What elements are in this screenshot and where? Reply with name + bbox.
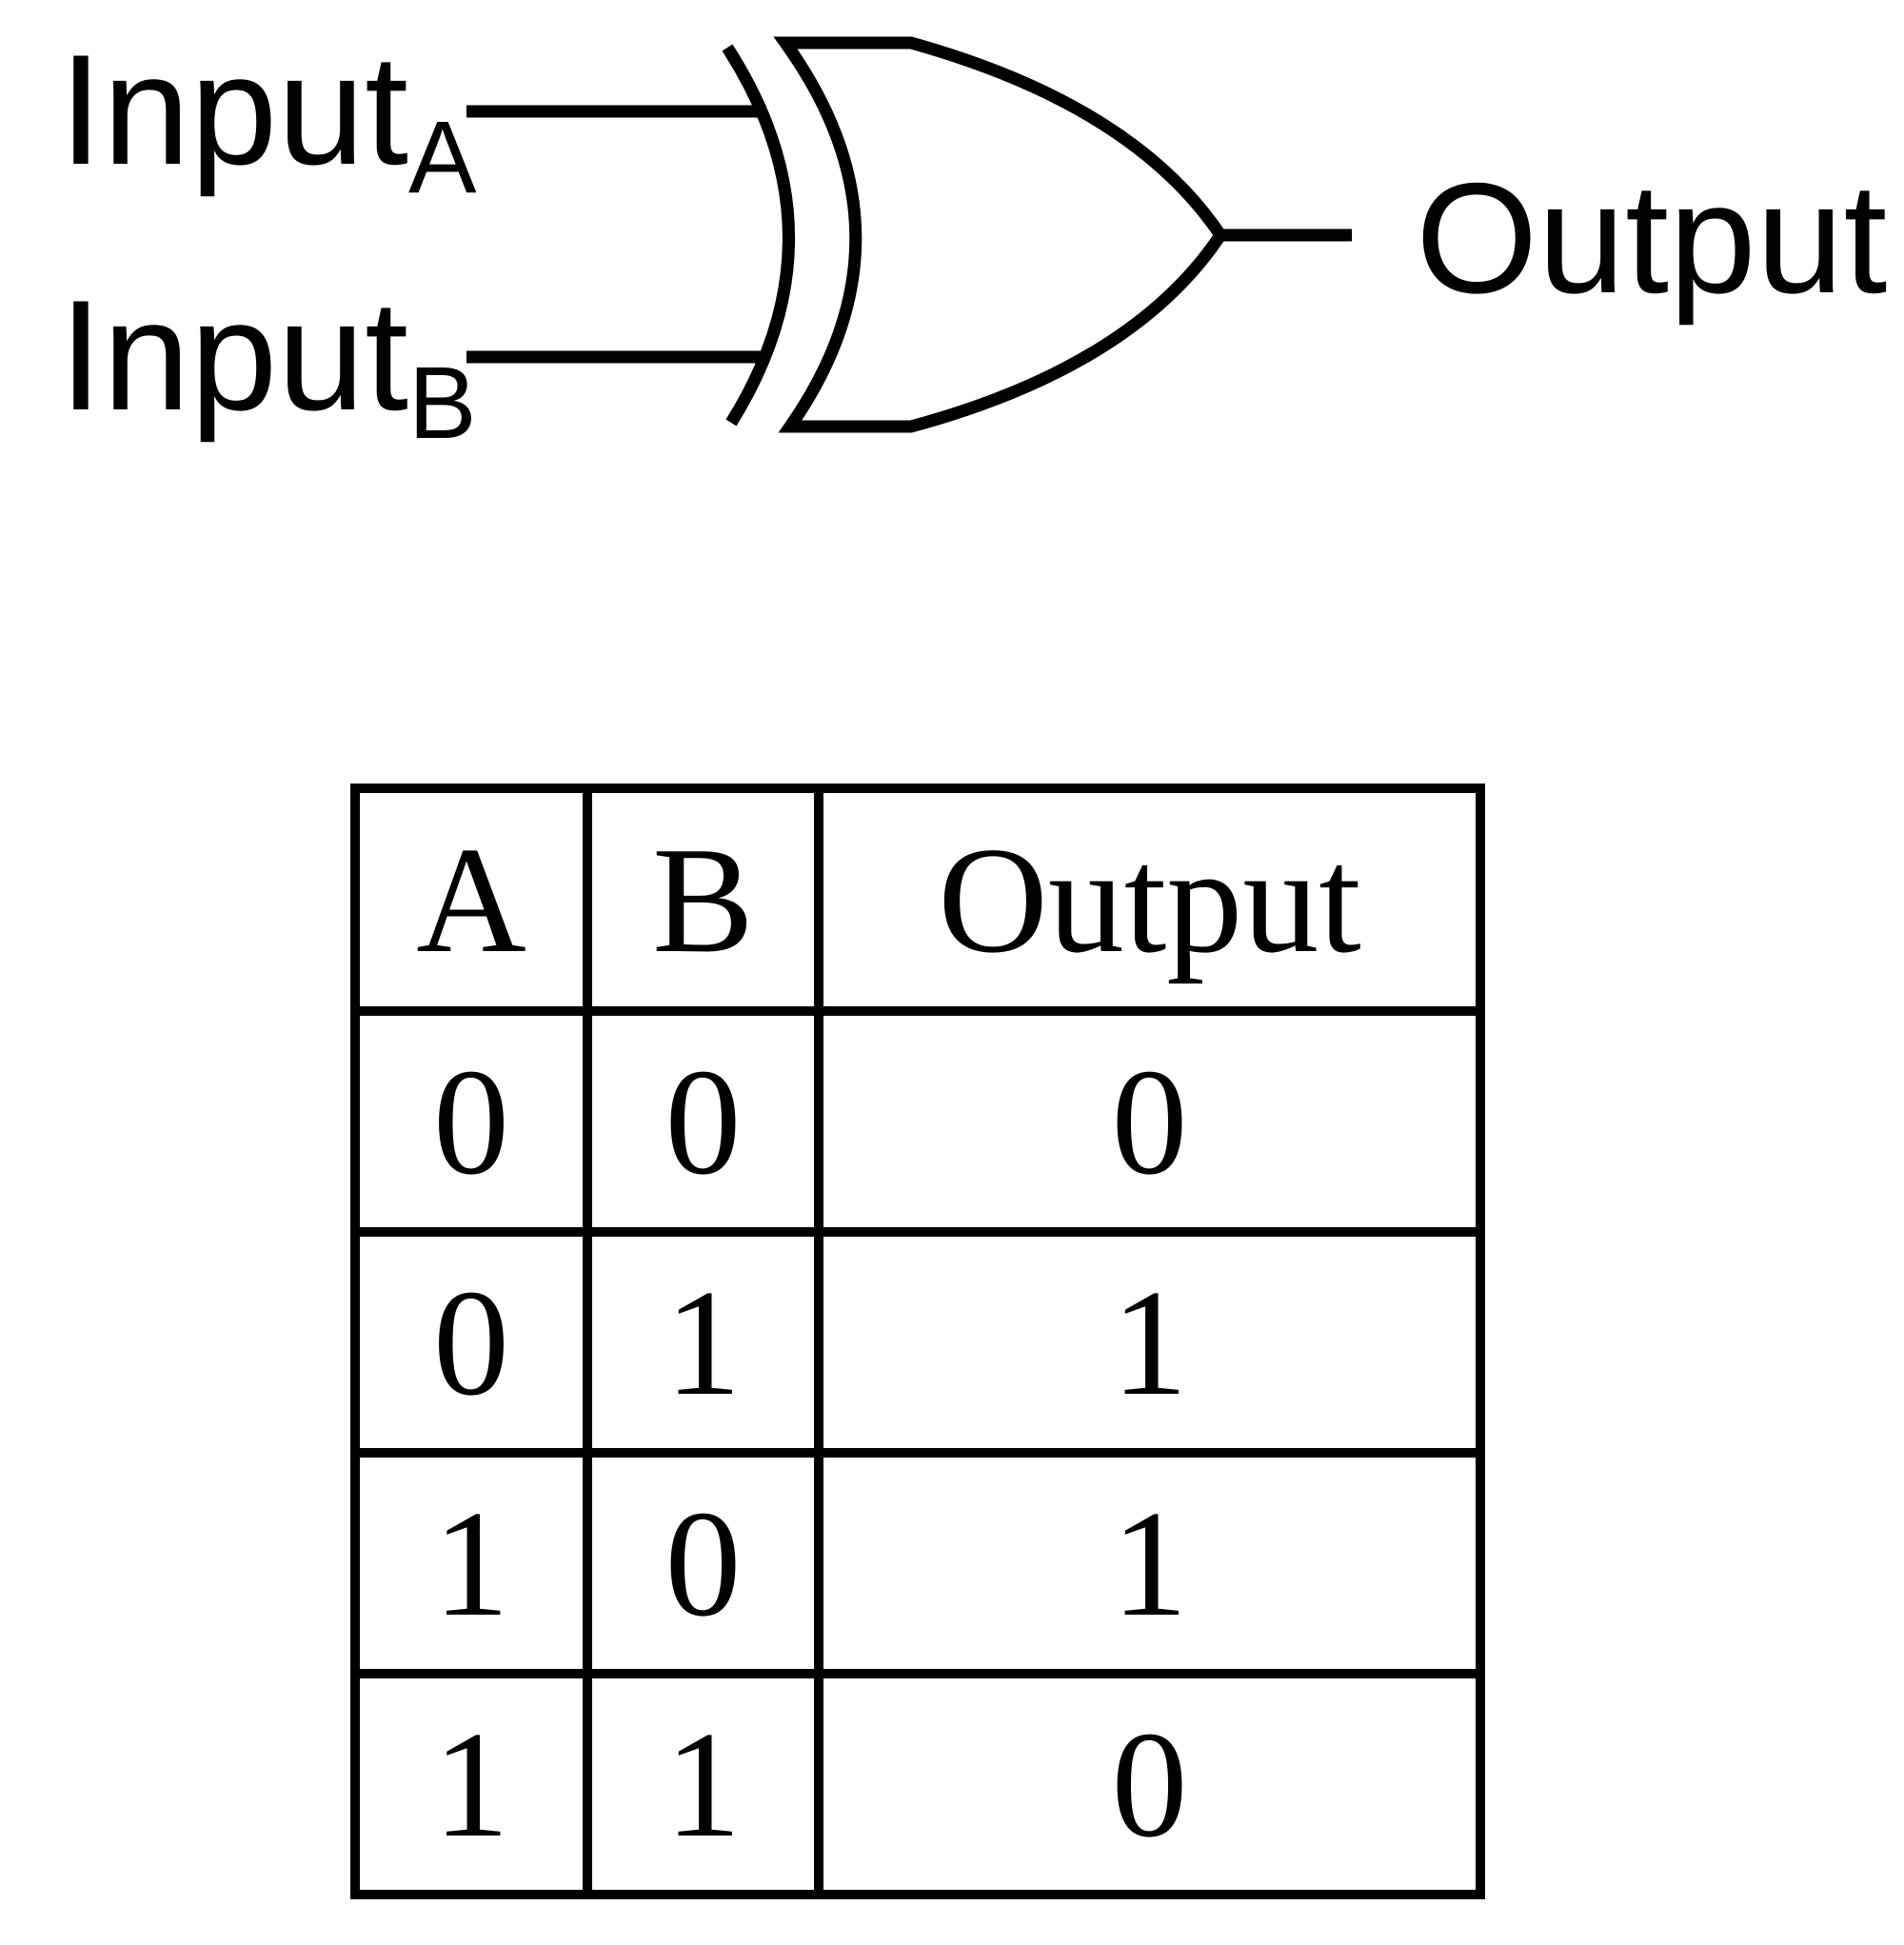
cell-output: 1: [814, 1448, 1485, 1678]
table-row: 0 1 1: [350, 1227, 1485, 1458]
gate-body: [773, 36, 1228, 433]
cell-a: 1: [350, 1669, 592, 1899]
cell-b: 0: [583, 1006, 823, 1237]
input-a-subscript: A: [407, 100, 477, 215]
xor-gate-diagram-icon: [466, 36, 1352, 433]
cell-b: 0: [583, 1448, 823, 1678]
cell-output: 1: [814, 1227, 1485, 1458]
cell-a: 0: [350, 1006, 592, 1237]
input-a-label: InputA: [59, 31, 477, 208]
cell-a: 1: [350, 1448, 592, 1678]
input-b-text: Input: [59, 268, 408, 443]
cell-a: 0: [350, 1227, 592, 1458]
table-row: 1 1 0: [350, 1669, 1485, 1899]
cell-b: 1: [583, 1227, 823, 1458]
table-row: 1 0 1: [350, 1448, 1485, 1678]
table-row: 0 0 0: [350, 1006, 1485, 1237]
header-cell-output: Output: [814, 784, 1485, 1016]
header-cell-a: A: [350, 784, 592, 1016]
xor-extra-input-arc: [722, 44, 795, 427]
input-a-text: Input: [59, 22, 408, 197]
header-cell-b: B: [583, 784, 823, 1016]
cell-output: 0: [814, 1006, 1485, 1237]
input-b-label: InputB: [59, 277, 477, 454]
truth-table: A B Output 0 0 0 0 1 1 1 0 1 1 1 0: [350, 784, 1485, 1899]
truth-table-header-row: A B Output: [350, 784, 1485, 1016]
cell-b: 1: [583, 1669, 823, 1899]
output-label: Output: [1416, 160, 1887, 317]
cell-output: 0: [814, 1669, 1485, 1899]
output-text: Output: [1416, 150, 1888, 326]
input-b-subscript: B: [407, 346, 477, 461]
